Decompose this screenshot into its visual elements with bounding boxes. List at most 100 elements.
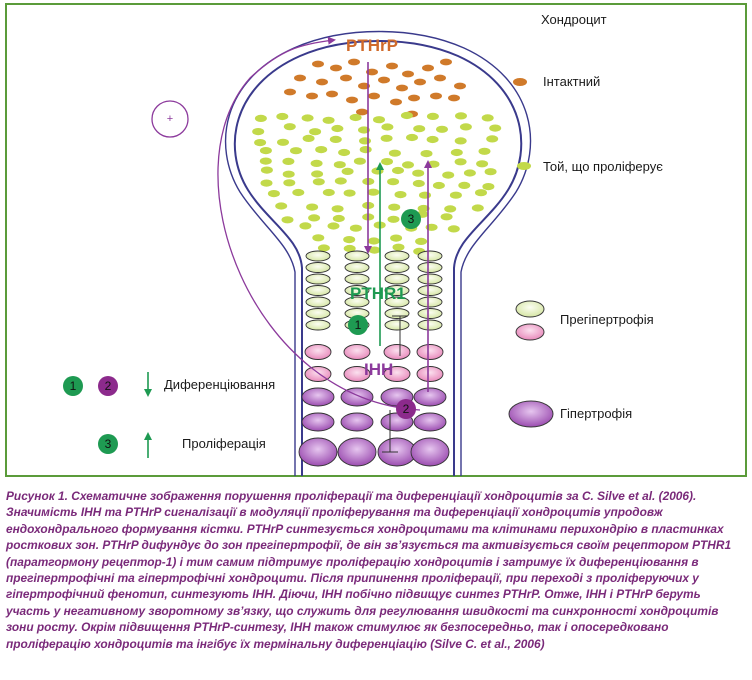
legend-badge-3 <box>98 434 118 454</box>
proliferating-cell <box>282 157 295 165</box>
proliferating-cell <box>301 114 314 122</box>
proliferating-cell <box>442 171 455 179</box>
chondrocyte-columns <box>298 250 450 467</box>
intact-cell <box>408 94 420 102</box>
column-cell-prehyp-pink <box>343 344 371 360</box>
intact-cell <box>386 62 398 70</box>
column-cell-prehyp-green <box>417 296 443 308</box>
badge-1-diagram <box>348 315 368 335</box>
column-cell-hypertrophy-large <box>410 437 450 467</box>
proliferating-cell <box>315 146 328 154</box>
proliferating-cell <box>267 190 280 198</box>
intact-cell <box>366 68 378 76</box>
ihh-label: ІНН <box>364 360 393 379</box>
proliferating-cell <box>412 169 425 177</box>
intact-cell <box>430 92 442 100</box>
proliferating-cell <box>317 244 330 252</box>
proliferating-cell <box>454 158 467 166</box>
proliferating-cell <box>254 114 267 122</box>
proliferating-cell <box>331 205 344 213</box>
proliferating-cell <box>427 160 440 168</box>
column-cell-prehyp-pink <box>416 366 444 382</box>
intact-cell <box>422 64 434 72</box>
column-cell-prehyp-pink <box>416 344 444 360</box>
intact-cell <box>316 78 328 86</box>
column-cell-hypertrophy <box>301 412 335 432</box>
legend-prehypertrophy: Прегіпертрофія <box>560 312 654 327</box>
proliferating-cell <box>276 112 289 121</box>
proliferating-cell <box>252 128 265 136</box>
proliferating-cell <box>349 224 362 232</box>
intact-cell <box>348 58 360 66</box>
proliferating-cell <box>486 135 499 143</box>
column-cell-prehyp-green <box>384 308 410 319</box>
column-cell-prehyp-green <box>305 273 331 285</box>
proliferating-cell <box>444 205 457 213</box>
intact-cell <box>396 84 408 92</box>
proliferating-cell <box>309 128 322 136</box>
proliferating-cell <box>282 170 295 178</box>
proliferating-cell <box>368 246 381 254</box>
proliferating-cell <box>322 116 335 124</box>
intact-cell <box>390 98 402 106</box>
legend-hypertrophy-icon <box>508 400 554 428</box>
column-cell-prehyp-green <box>384 250 410 262</box>
proliferating-cell <box>358 126 370 134</box>
proliferating-cell <box>436 125 448 133</box>
column-cell-hypertrophy-large <box>298 437 338 467</box>
proliferating-cell <box>417 204 430 213</box>
column-cell-prehyp-pink <box>304 344 332 360</box>
proliferating-cell <box>412 179 425 188</box>
proliferating-cell <box>426 112 439 120</box>
pthr1-label: PTHR1 <box>350 284 406 303</box>
proliferating-cell <box>388 149 401 157</box>
column-cell-prehyp-green <box>417 319 443 331</box>
proliferating-cell <box>381 158 393 166</box>
badge-3-diagram <box>401 209 421 229</box>
proliferating-cell <box>449 191 462 199</box>
proliferating-cell <box>476 160 489 168</box>
proliferating-cell <box>440 213 453 221</box>
growth-plate-diagram: + PTHrP PTHR1 ІНН 3 1 2 Хондроцит Інтакт… <box>5 3 747 477</box>
intact-cell <box>306 92 318 100</box>
proliferating-cell <box>292 188 305 197</box>
proliferating-cell <box>419 191 431 199</box>
column-cell-prehyp-green <box>344 285 370 296</box>
legend-badge-1 <box>63 376 83 396</box>
svg-text:3: 3 <box>408 212 415 226</box>
proliferating-cell <box>260 166 273 174</box>
proliferating-cell <box>380 134 393 142</box>
proliferating-cell <box>394 191 407 199</box>
proliferating-cell <box>343 189 356 197</box>
intact-cell <box>326 90 338 98</box>
intact-cell <box>358 82 370 90</box>
column-cell-hypertrophy <box>340 412 374 432</box>
column-cell-prehyp-green <box>417 250 443 262</box>
legend-intact-icon <box>513 78 527 86</box>
legend-prehyp-pink-icon <box>515 323 545 341</box>
proliferating-cell <box>283 123 296 131</box>
proliferating-cell <box>310 159 323 167</box>
column-cell-prehyp-green <box>417 273 443 285</box>
proliferating-cell <box>334 177 347 185</box>
column-cell-prehyp-green <box>384 262 410 273</box>
proliferating-cell <box>275 202 288 210</box>
intact-cell <box>378 76 390 84</box>
column-cell-prehyp-green <box>344 262 370 273</box>
intact-cell <box>434 74 446 82</box>
proliferating-cell <box>450 148 463 157</box>
proliferating-cell <box>371 167 384 175</box>
proliferating-cell <box>388 203 401 211</box>
intact-cell <box>312 60 324 68</box>
proliferating-cell <box>341 167 354 175</box>
column-cell-prehyp-green <box>305 262 331 273</box>
legend-badge-2 <box>98 376 118 396</box>
proliferating-cell <box>471 204 484 212</box>
column-cell-prehyp-green <box>417 308 443 319</box>
proliferating-cell <box>367 188 380 196</box>
proliferating-cell <box>359 137 371 145</box>
proliferating-cell <box>413 125 426 133</box>
column-cell-prehyp-pink <box>343 366 371 382</box>
column-cell-hypertrophy <box>413 412 447 432</box>
legend-intact: Інтактний <box>543 74 600 89</box>
